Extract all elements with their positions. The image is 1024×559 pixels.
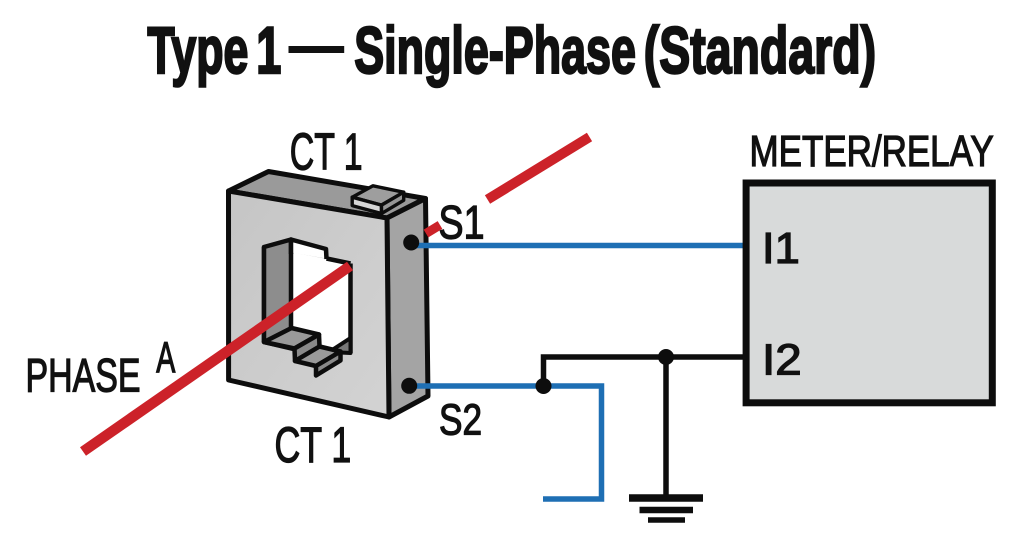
svg-text:(Standard): (Standard): [644, 14, 876, 88]
svg-text:I2: I2: [762, 335, 802, 384]
svg-text:CT 1: CT 1: [290, 123, 363, 181]
svg-text:Type: Type: [147, 13, 248, 87]
svg-text:CT 1: CT 1: [275, 418, 352, 473]
svg-text:1: 1: [256, 14, 281, 88]
svg-text:METER/RELAY: METER/RELAY: [750, 127, 994, 176]
svg-text:PHASE: PHASE: [26, 349, 141, 402]
svg-text:S1: S1: [439, 197, 485, 250]
svg-text:Single-Phase: Single-Phase: [354, 14, 636, 88]
svg-text:I1: I1: [762, 225, 800, 273]
svg-text:S2: S2: [439, 396, 482, 445]
svg-text:A: A: [156, 332, 175, 382]
